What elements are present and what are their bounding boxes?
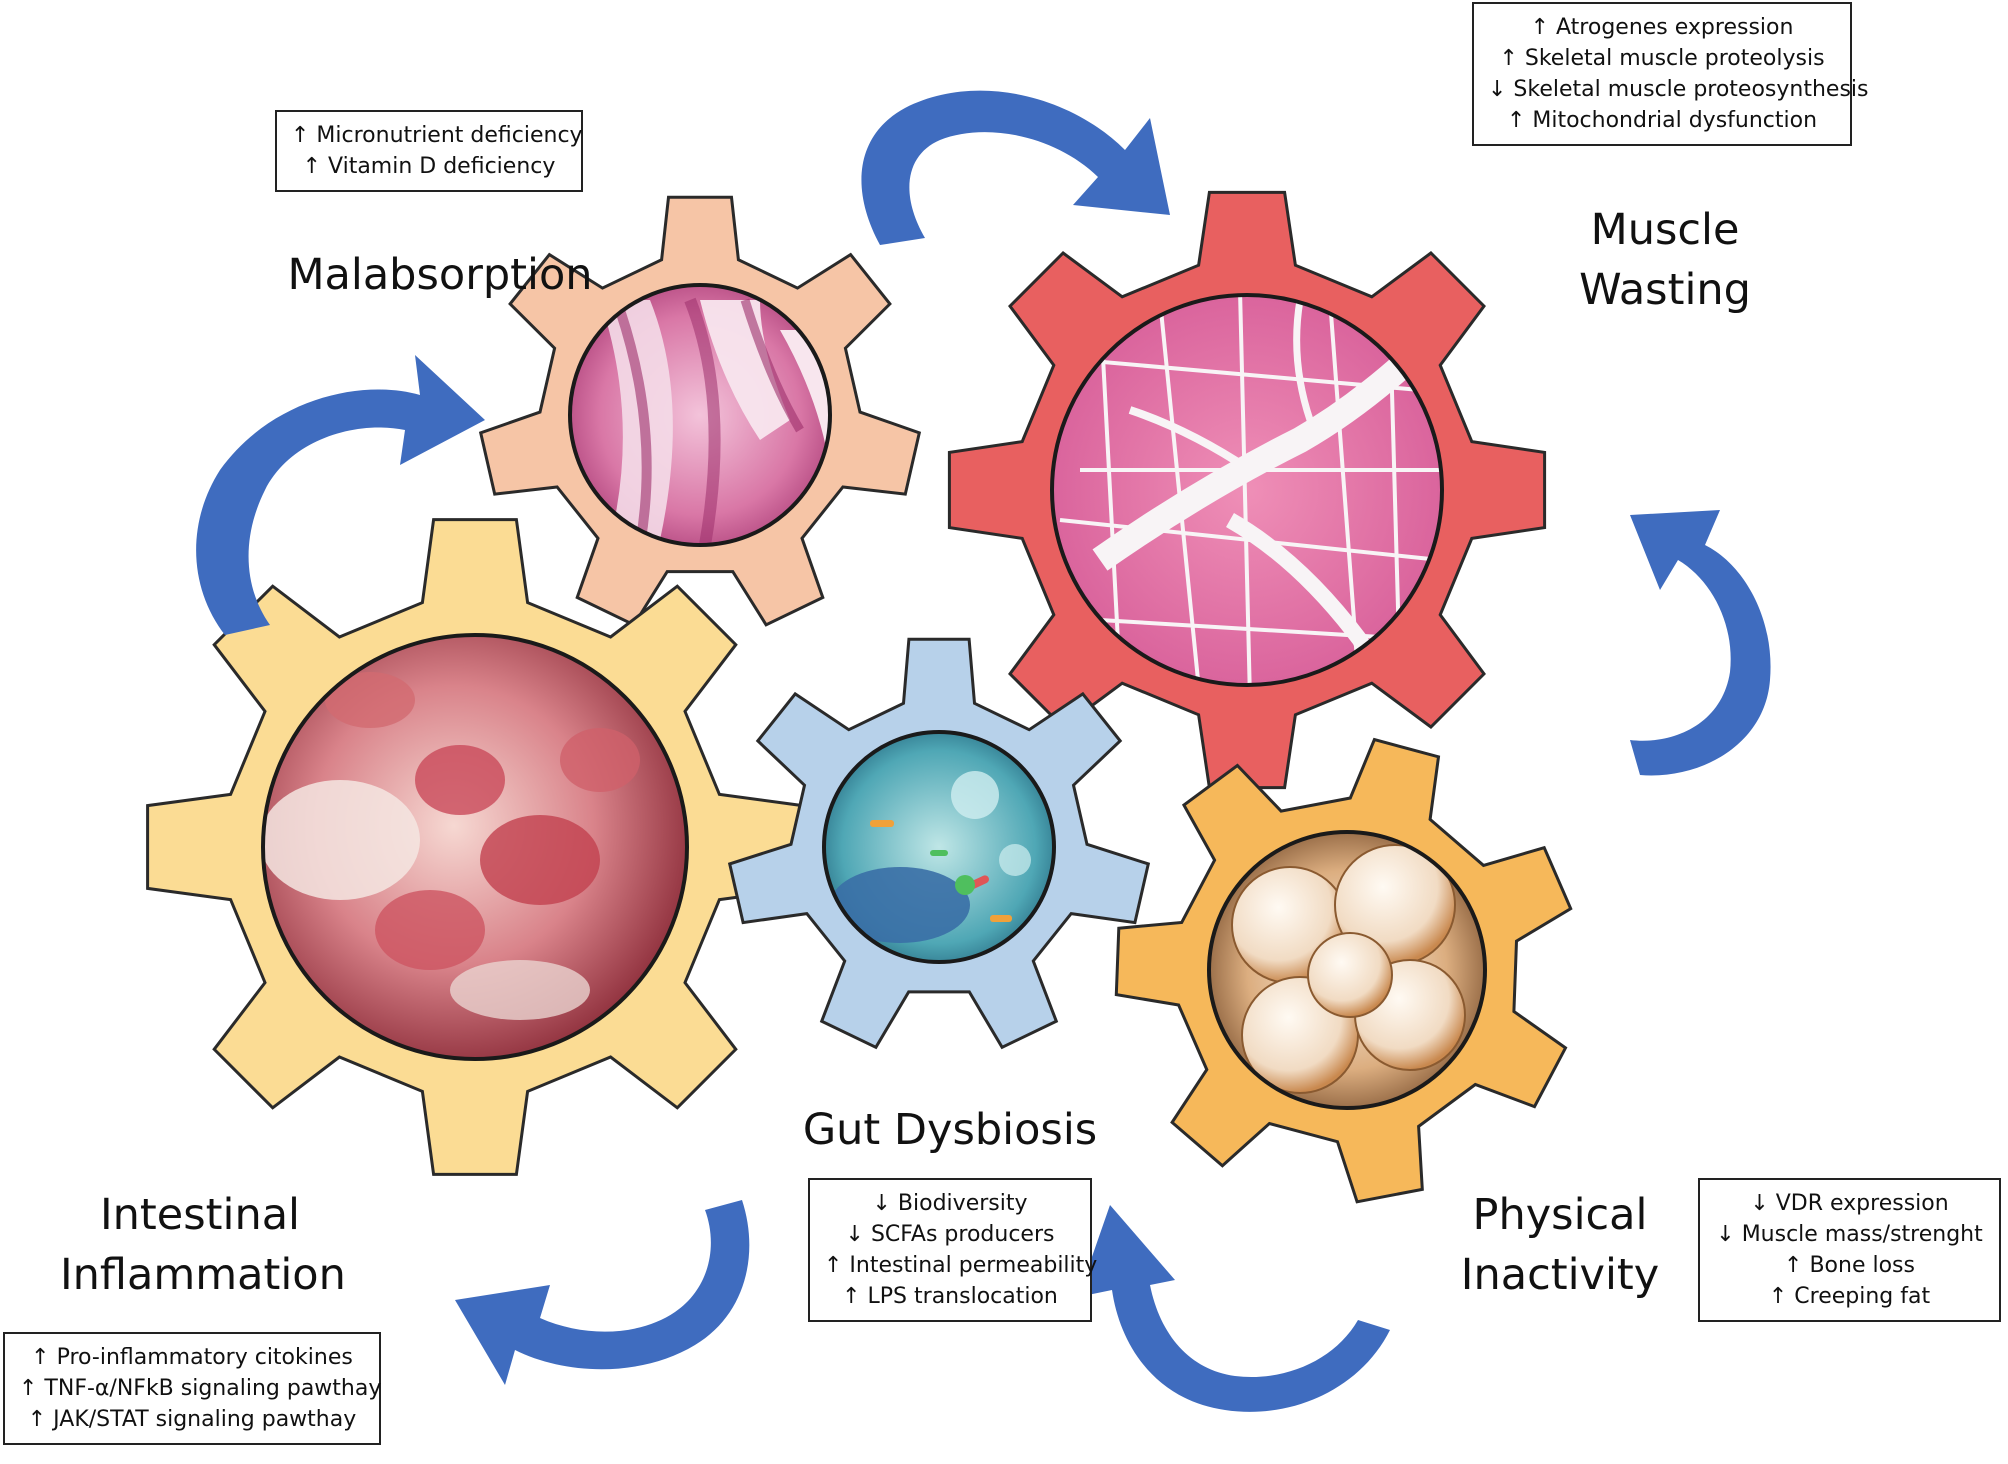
arrow-left [196, 355, 485, 635]
physical-inactivity-title-line1: Physical [1472, 1190, 1648, 1240]
skeletal-muscle-histology-image [1052, 295, 1442, 685]
physical-inactivity-effect: ↓ VDR expression [1750, 1191, 1949, 1216]
gut-dysbiosis-gear [727, 637, 1151, 1050]
intestinal-inflammation-effects-box: ↑ Pro-inflammatory citokines ↑ TNF-α/NFk… [3, 1332, 381, 1445]
physical-inactivity-title-line2: Inactivity [1460, 1250, 1660, 1300]
arrow-bottom-center [1078, 1205, 1390, 1412]
malabsorption-title: Malabsorption [287, 250, 593, 300]
cycle-arrows [196, 90, 1771, 1412]
intestinal-inflammation-title-line2: Inflammation [60, 1250, 346, 1300]
muscle-wasting-title: Muscle Wasting [1560, 200, 1770, 320]
muscle-wasting-effect: ↑ Mitochondrial dysfunction [1506, 108, 1818, 133]
adipocyte-texture [1231, 844, 1466, 1094]
muscle-wasting-title-line1: Muscle [1590, 205, 1740, 255]
physical-inactivity-effect: ↓ Muscle mass/strenght [1716, 1222, 1983, 1247]
muscle-wasting-effect: ↓ Skeletal muscle proteosynthesis [1488, 77, 1869, 102]
muscle-wasting-gear [947, 190, 1547, 790]
muscle-wasting-effect: ↑ Atrogenes expression [1530, 15, 1794, 40]
malabsorption-gear [478, 195, 922, 627]
villi-texture [570, 285, 830, 545]
physical-inactivity-effect: ↑ Creeping fat [1768, 1284, 1931, 1309]
arrow-top [861, 90, 1170, 245]
muscle-wasting-effect: ↑ Skeletal muscle proteolysis [1499, 46, 1825, 71]
muscle-fiber-texture [1059, 295, 1442, 685]
gut-dysbiosis-effect: ↑ LPS translocation [842, 1284, 1058, 1309]
bacteria-texture [830, 771, 1031, 943]
physical-inactivity-effects-box: ↓ VDR expression ↓ Muscle mass/strenght … [1698, 1178, 2001, 1322]
muscle-wasting-title-line2: Wasting [1579, 265, 1751, 315]
intestinal-inflammation-effect: ↑ TNF-α/NFkB signaling pawthay [19, 1376, 382, 1401]
gut-dysbiosis-title: Gut Dysbiosis [802, 1105, 1098, 1155]
malabsorption-effect: ↑ Vitamin D deficiency [302, 154, 556, 179]
intestinal-inflammation-title-line1: Intestinal [99, 1190, 300, 1240]
gut-dysbiosis-effect: ↓ SCFAs producers [845, 1222, 1055, 1247]
physical-inactivity-effect: ↑ Bone loss [1784, 1253, 1915, 1278]
mucosa-texture [263, 672, 640, 1020]
intestinal-inflammation-effect: ↑ JAK/STAT signaling pawthay [27, 1407, 357, 1432]
arrow-bottom-left [455, 1200, 750, 1385]
arrow-right [1630, 510, 1771, 776]
malabsorption-effect: ↑ Micronutrient deficiency [291, 123, 583, 148]
physical-inactivity-title: Physical Inactivity [1460, 1185, 1660, 1305]
muscle-wasting-effects-box: ↑ Atrogenes expression ↑ Skeletal muscle… [1472, 2, 1869, 146]
physical-inactivity-gear [1114, 737, 1573, 1204]
intestinal-inflammation-gear [146, 518, 804, 1176]
intestinal-inflammation-effect: ↑ Pro-inflammatory citokines [31, 1345, 353, 1370]
malabsorption-effects-box: ↑ Micronutrient deficiency ↑ Vitamin D d… [275, 110, 583, 192]
gut-dysbiosis-effect: ↑ Intestinal permeability [824, 1253, 1098, 1278]
intestinal-inflammation-title: Intestinal Inflammation [60, 1185, 346, 1305]
gut-dysbiosis-effects-box: ↓ Biodiversity ↓ SCFAs producers ↑ Intes… [808, 1178, 1098, 1322]
gut-dysbiosis-effect: ↓ Biodiversity [872, 1191, 1028, 1216]
